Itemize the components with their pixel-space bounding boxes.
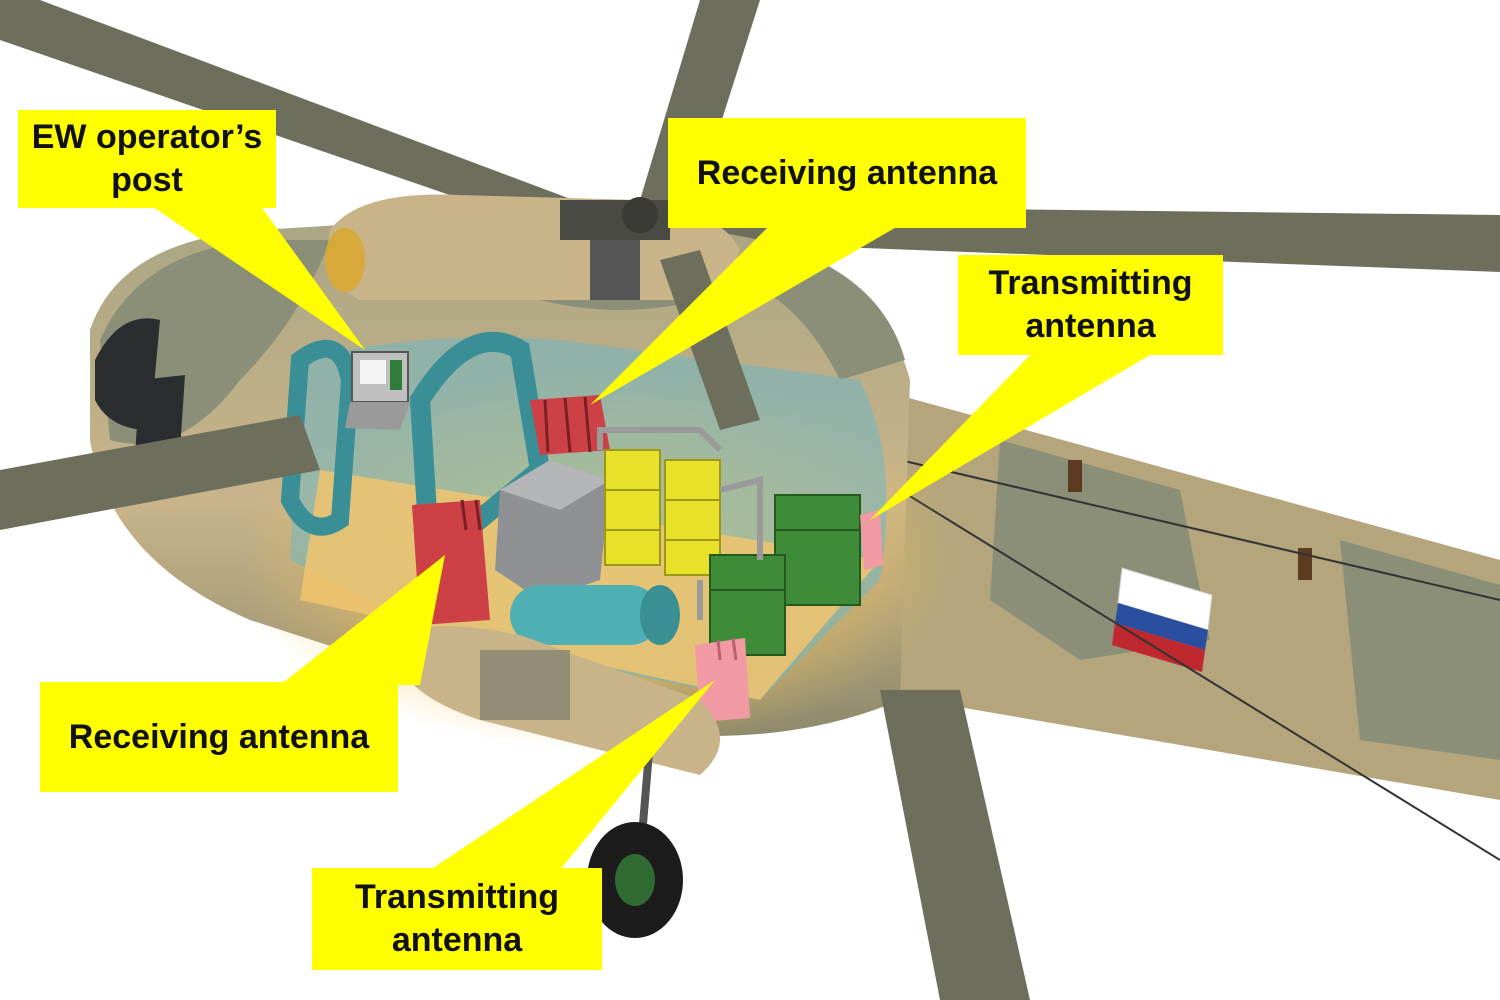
piping: [597, 427, 763, 620]
pointer-receiving-bottom: [280, 555, 445, 685]
engine-intake: [325, 228, 365, 292]
antenna-wire-1: [899, 459, 1500, 601]
label-receiving-antenna-top-line1: Receiving antenna: [696, 153, 998, 192]
external-tank-band: [480, 650, 570, 720]
pointer-transmitting-bottom: [430, 680, 715, 870]
label-transmitting-antenna-right-line2: antenna: [1025, 307, 1156, 345]
pointer-ew-post: [150, 205, 365, 350]
cabin-door-frame-1: [280, 339, 360, 536]
tail-fitting-1: [1068, 460, 1082, 492]
transmitting-antenna-lower: [695, 637, 750, 722]
rotor-blade-front-right: [880, 690, 1030, 1000]
pointer-transmitting-right: [870, 355, 1150, 520]
label-ew-operator-post-line2: post: [111, 161, 183, 199]
ew-operator-console: [345, 351, 410, 430]
pointer-receiving-top: [590, 225, 900, 405]
label-transmitting-antenna-right-line1: Transmitting: [988, 264, 1193, 302]
label-transmitting-antenna-bottom-line1: Transmitting: [354, 878, 560, 916]
transmitting-antenna-right: [860, 510, 883, 570]
label-receiving-antenna-bottom: Receiving antenna: [40, 682, 398, 792]
antenna-wire-2: [899, 489, 1500, 861]
rotor-blade-rear-left: [0, 0, 600, 240]
label-receiving-antenna-bottom-line1: Receiving antenna: [68, 717, 370, 756]
cockpit-side-window: [135, 375, 185, 455]
label-transmitting-antenna-right: Transmitting antenna: [958, 255, 1223, 355]
label-receiving-antenna-top: Receiving antenna: [668, 118, 1026, 228]
rotor-hub: [560, 197, 670, 300]
cylindrical-tank: [510, 585, 680, 645]
receiving-antenna-upper: [530, 395, 610, 455]
landing-gear-hub: [615, 854, 655, 906]
label-ew-operator-post: EW operator’s post: [18, 110, 276, 208]
rotor-blade-front-center: [660, 250, 760, 430]
label-transmitting-antenna-bottom-line2: antenna: [391, 921, 523, 959]
green-equipment-units: [709, 494, 861, 656]
label-ew-operator-post-line1: EW operator’s: [31, 118, 263, 156]
gray-processing-unit: [495, 460, 610, 600]
rotor-blade-front-left: [0, 415, 320, 530]
label-transmitting-antenna-bottom: Transmitting antenna: [312, 868, 602, 970]
tail-boom-camo-2: [1340, 540, 1500, 760]
callout-pointers: [150, 205, 1150, 870]
cabin-door-frame-2: [409, 331, 551, 581]
